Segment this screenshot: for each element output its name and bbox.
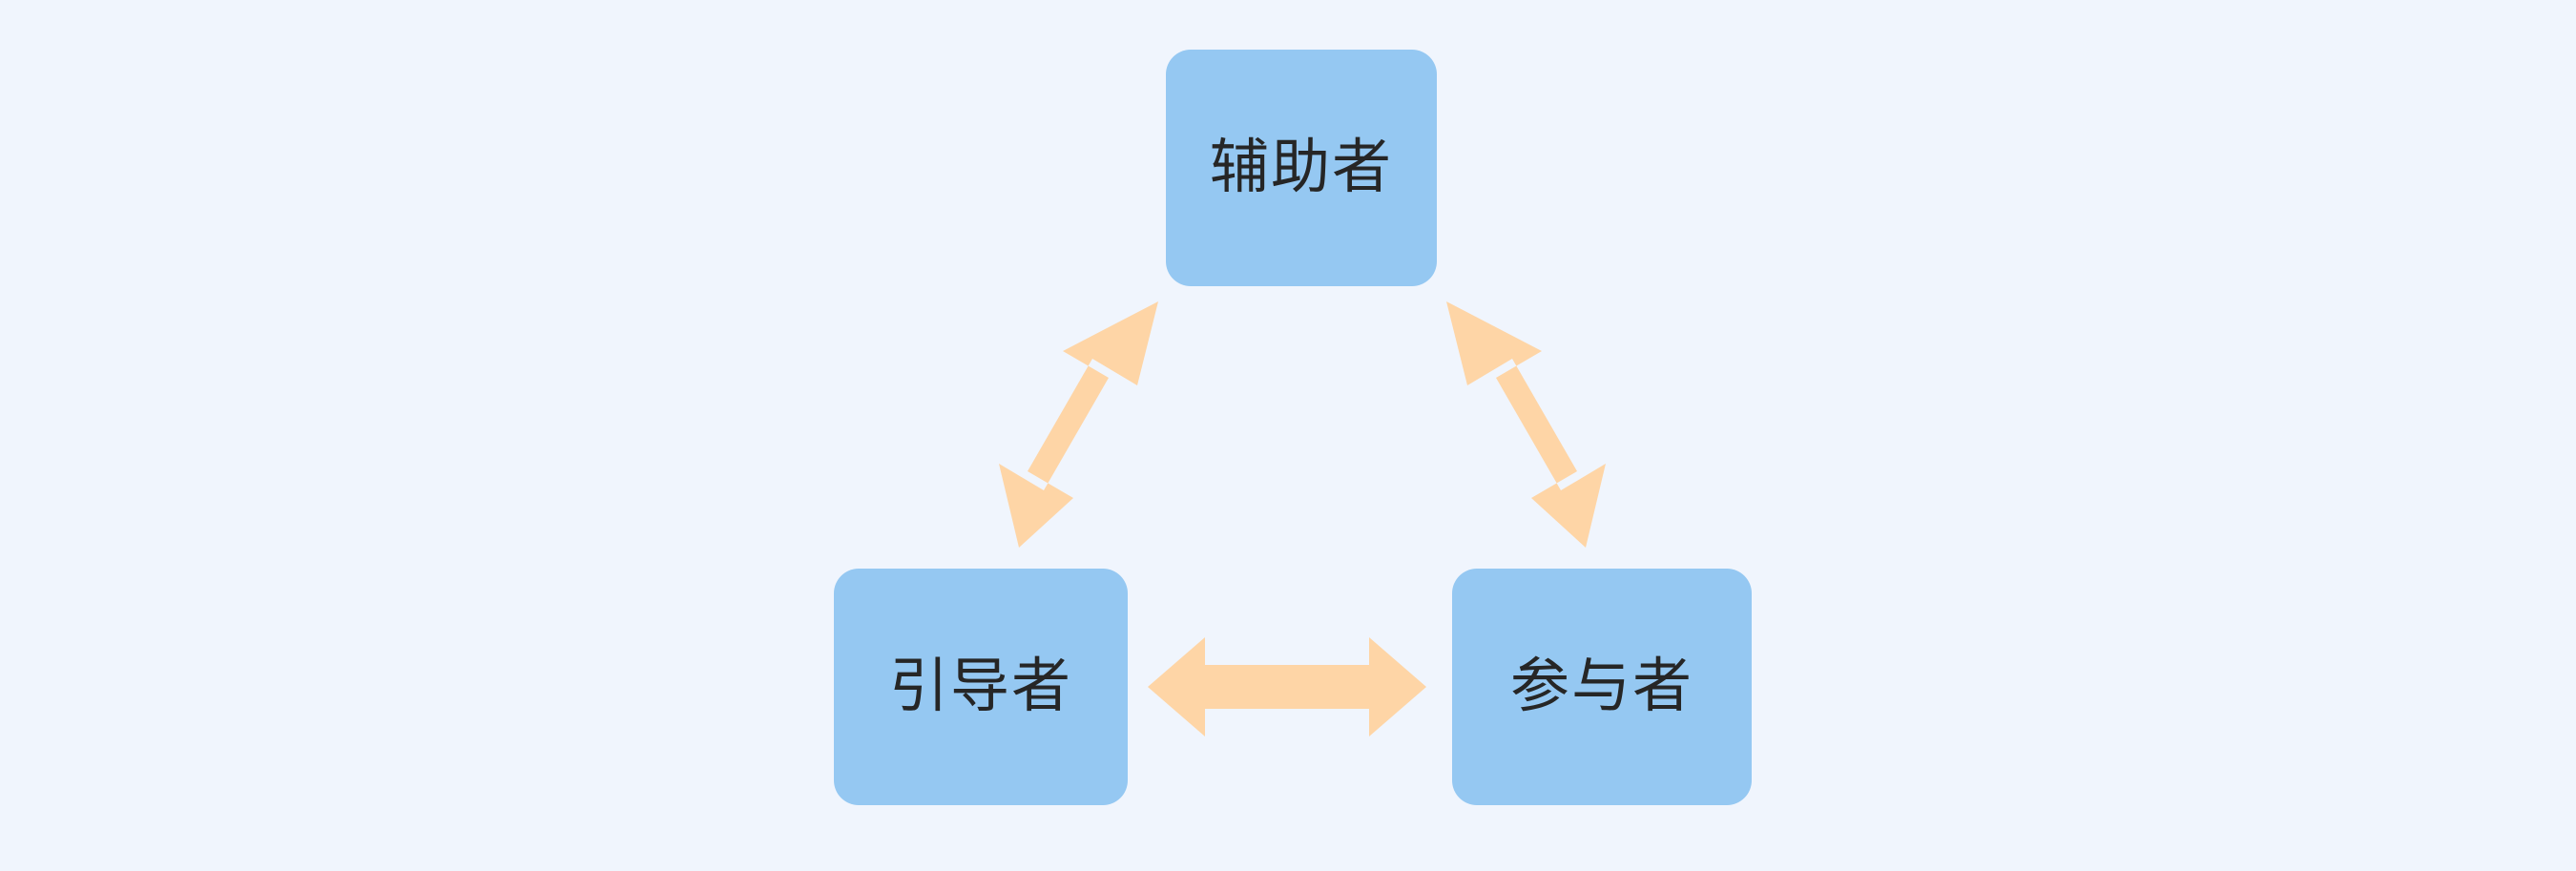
arrow-facilitator-participant	[1446, 301, 1606, 548]
node-facilitator[interactable]: 辅助者	[1166, 50, 1437, 286]
node-guide[interactable]: 引导者	[834, 569, 1128, 805]
arrow-guide-facilitator	[999, 301, 1158, 548]
node-facilitator-label: 辅助者	[1209, 135, 1393, 200]
arrow-guide-participant	[1148, 637, 1426, 736]
node-participant[interactable]: 参与者	[1452, 569, 1752, 805]
node-participant-label: 参与者	[1509, 653, 1693, 719]
node-guide-label: 引导者	[888, 653, 1072, 719]
